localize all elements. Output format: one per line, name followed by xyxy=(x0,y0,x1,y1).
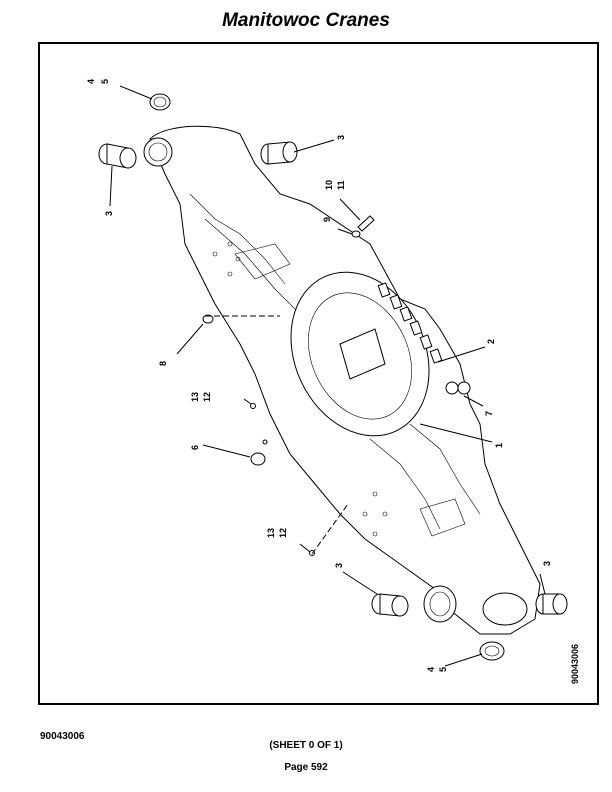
callout-4-bot: 4 xyxy=(426,667,436,672)
fitting xyxy=(202,314,214,324)
shims xyxy=(377,282,443,364)
sheet-label: (SHEET 0 OF 1) xyxy=(269,740,343,751)
bushing-top-right xyxy=(260,141,298,165)
callout-4-top: 4 xyxy=(86,79,96,84)
leader-lines xyxy=(109,85,546,667)
callout-6: 6 xyxy=(190,445,200,450)
bolt xyxy=(351,215,375,238)
callout-13-b: 13 xyxy=(266,528,276,538)
plug-right xyxy=(445,381,471,395)
plug-left xyxy=(250,452,266,466)
callout-9: 9 xyxy=(322,217,332,222)
part-number: 90043006 xyxy=(40,731,85,742)
callout-5-bot: 5 xyxy=(438,667,448,672)
callout-1: 1 xyxy=(494,443,504,448)
callout-5-top: 5 xyxy=(100,79,110,84)
page-number: Page 592 xyxy=(284,762,328,773)
drawing-number: 90043006 xyxy=(570,644,580,684)
callout-3-topleft: 3 xyxy=(104,211,114,216)
callouts: 4 5 3 3 10 11 9 2 8 13 12 7 1 6 13 12 3 … xyxy=(86,79,580,684)
callout-3-topright: 3 xyxy=(336,135,346,140)
callout-7: 7 xyxy=(484,411,494,416)
axle-housing xyxy=(143,125,541,635)
callout-13-a: 13 xyxy=(190,392,200,402)
callout-2: 2 xyxy=(486,339,496,344)
bushing-bottom-left xyxy=(371,593,409,617)
bushing-bottom-right xyxy=(535,593,568,615)
callout-12-b: 12 xyxy=(278,528,288,538)
callout-8: 8 xyxy=(158,361,168,366)
seal-bottom xyxy=(479,641,505,661)
page-title: Manitowoc Cranes xyxy=(222,10,390,31)
callout-3-botleft: 3 xyxy=(334,563,344,568)
drawing-frame: 4 5 3 3 10 11 9 2 8 13 12 7 1 6 13 12 3 … xyxy=(38,42,599,705)
callout-10: 10 xyxy=(324,180,334,190)
seal-top xyxy=(149,93,171,111)
bushing-top-left xyxy=(98,143,137,169)
callout-11: 11 xyxy=(336,180,346,190)
callout-3-botright: 3 xyxy=(542,561,552,566)
exploded-view-drawing: 4 5 3 3 10 11 9 2 8 13 12 7 1 6 13 12 3 … xyxy=(86,79,580,684)
callout-12-a: 12 xyxy=(202,392,212,402)
